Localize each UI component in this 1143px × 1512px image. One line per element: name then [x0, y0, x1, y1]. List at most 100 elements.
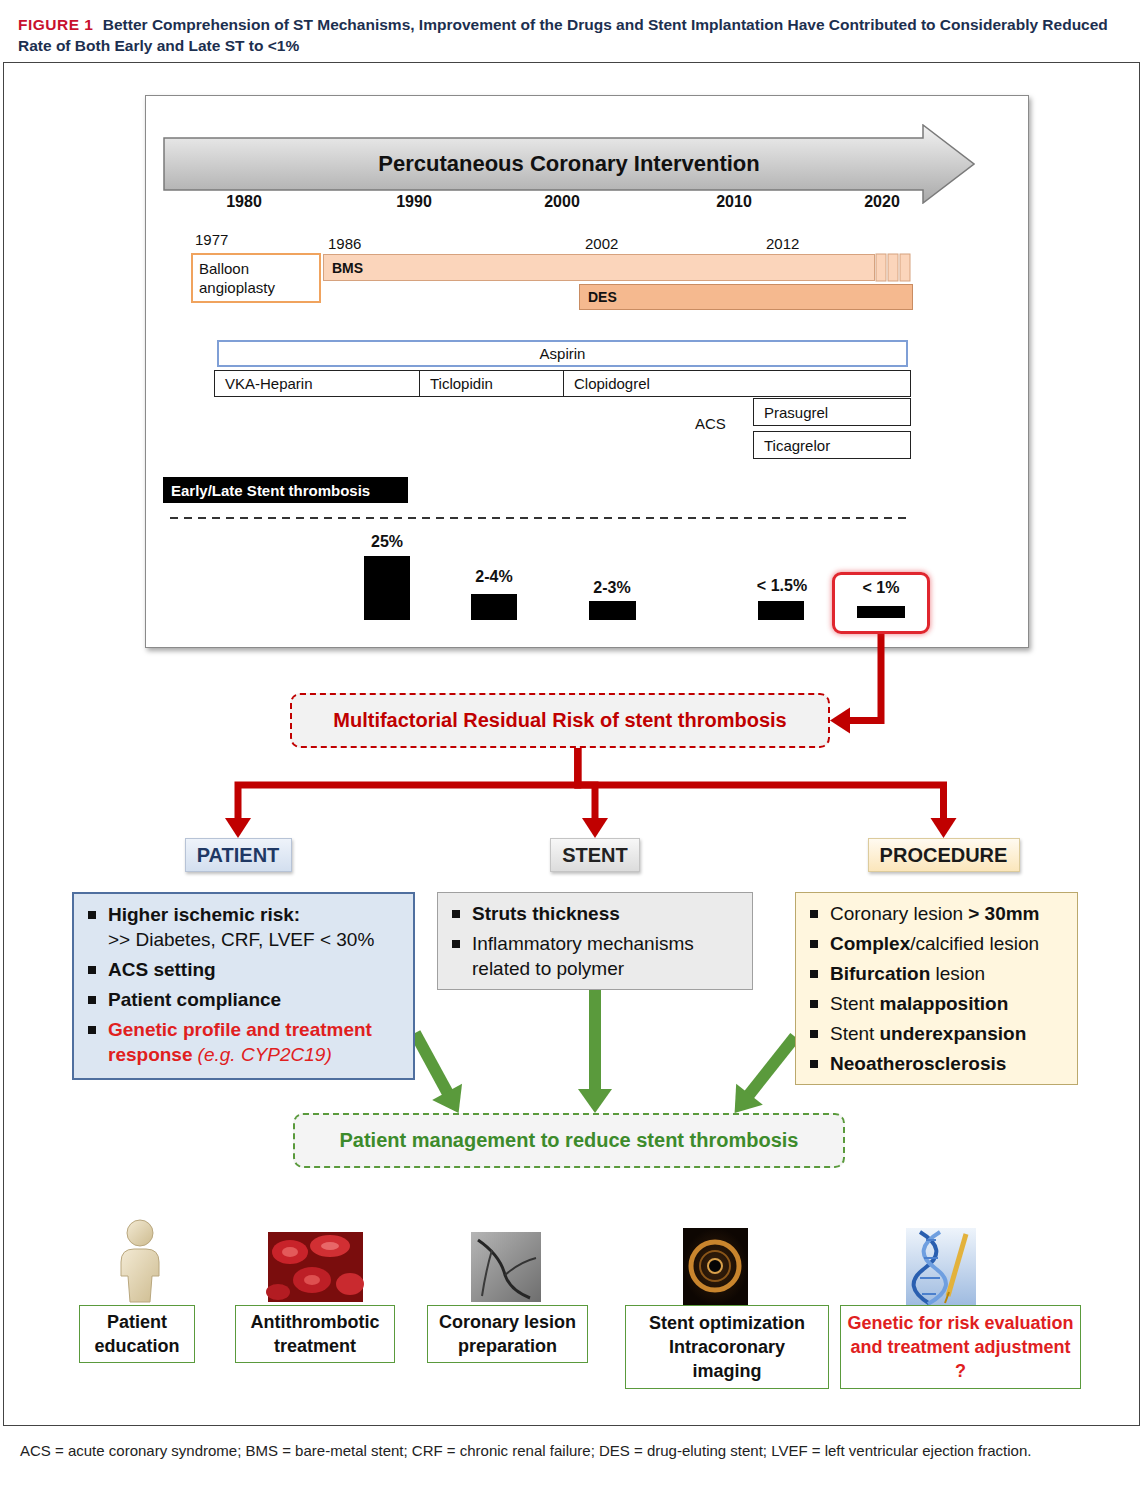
era-bar: DES: [579, 284, 913, 310]
node-text: Ticagrelor: [764, 437, 900, 454]
list-line: >> Diabetes, CRF, LVEF < 30%: [86, 927, 403, 952]
year-label: 2000: [544, 194, 580, 210]
dna-icon: [948, 1234, 966, 1296]
node-text: Genetic for risk evaluation and treatmen…: [847, 1311, 1074, 1383]
era-bar: BMS: [323, 254, 875, 281]
bms-end-blocks: [888, 254, 898, 281]
node-text: PATIENT: [197, 844, 280, 867]
connector-line: [578, 748, 944, 819]
connector-line: [238, 748, 578, 819]
list-text: Bifurcation: [830, 963, 930, 984]
drug-bar: Clopidogrel: [563, 370, 911, 397]
year-label: 1986: [328, 236, 361, 251]
management-box: Patient management to reduce stent throm…: [293, 1113, 845, 1168]
list-line: Complex/calcified lesion: [808, 931, 1067, 956]
arrow-head: [582, 818, 608, 838]
node-text: Stent optimization Intracoronary imaging: [632, 1311, 822, 1383]
category-header: STENT: [550, 838, 640, 872]
section-tag: Early/Late Stent thrombosis: [163, 477, 408, 503]
list-text: >> Diabetes, CRF, LVEF < 30%: [108, 929, 374, 950]
arrow-head: [432, 1084, 462, 1113]
list-text: /calcified lesion: [910, 933, 1039, 954]
year-label: 2012: [766, 236, 799, 251]
arrow-head: [931, 818, 957, 838]
node-text: PROCEDURE: [880, 844, 1008, 867]
factor-list: Struts thicknessInflammatory mechanisms …: [437, 892, 753, 990]
node-text: Aspirin: [540, 345, 586, 362]
rate-bars: [364, 556, 410, 620]
blood-cells-icon: [282, 1247, 298, 1257]
figure-title: Better Comprehension of ST Mechanisms, I…: [18, 16, 1108, 54]
factor-list: Coronary lesion> 30mmComplex/calcified l…: [795, 892, 1078, 1085]
drug-bar: VKA-Heparin: [214, 370, 425, 397]
node-text: Patient management to reduce stent throm…: [340, 1129, 799, 1152]
year-label: 1990: [396, 194, 432, 210]
blood-cells-icon: [293, 1267, 331, 1293]
drug-bar: Ticlopidin: [419, 370, 569, 397]
list-line: Stentunderexpansion: [808, 1021, 1067, 1046]
node-text: Patient education: [86, 1310, 188, 1358]
factor-list: Higher ischemic risk:>> Diabetes, CRF, L…: [72, 892, 415, 1080]
arrow-shape: [164, 125, 974, 203]
list-line: Stentmalapposition: [808, 991, 1067, 1016]
rate-bars: [471, 594, 517, 620]
action-box: Patient education: [79, 1305, 195, 1363]
year-label: 1980: [226, 194, 262, 210]
oct-image-icon: [700, 1251, 730, 1281]
bms-end-blocks: [876, 254, 910, 281]
node-text: STENT: [562, 844, 628, 867]
list-text: malapposition: [880, 993, 1009, 1014]
year-label: 2010: [716, 194, 752, 210]
arrow-head: [830, 708, 850, 734]
connector-line: [749, 1037, 795, 1095]
list-text: Complex: [830, 933, 910, 954]
blood-cells-icon: [310, 1235, 350, 1257]
list-text: ACS setting: [108, 959, 216, 980]
angiogram-icon: [478, 1240, 530, 1298]
list-line: Inflammatory mechanisms related to polym…: [450, 931, 742, 981]
arrow-head: [225, 818, 251, 838]
connector-arrow: [735, 1037, 795, 1113]
list-line: Genetic profile and treatment response(e…: [86, 1017, 403, 1067]
angiogram-icon: [471, 1232, 541, 1302]
dna-icon: [926, 1239, 936, 1241]
person-icon: [121, 1220, 159, 1302]
rate-bars: [857, 606, 905, 618]
oct-image-icon: [683, 1228, 748, 1305]
list-text: Patient compliance: [108, 989, 281, 1010]
list-line: ACS setting: [86, 957, 403, 982]
list-text: Struts thickness: [472, 903, 620, 924]
list-line: Neoatherosclerosis: [808, 1051, 1067, 1076]
figure-number: FIGURE 1: [18, 16, 93, 33]
highlight-box: < 1%: [832, 572, 930, 634]
node-text: < 1%: [863, 579, 900, 597]
year-label: 1977: [195, 232, 228, 247]
node-text: Multifactorial Residual Risk of stent th…: [333, 709, 786, 732]
arrow-head: [735, 1084, 763, 1113]
rate-value: 2-3%: [593, 580, 630, 596]
action-box: Coronary lesion preparation: [427, 1305, 588, 1363]
action-box: Stent optimization Intracoronary imaging: [625, 1305, 829, 1389]
connector-arrow: [415, 1033, 462, 1113]
list-line: Coronary lesion> 30mm: [808, 901, 1067, 926]
oct-image-icon: [691, 1242, 739, 1290]
list-text: underexpansion: [880, 1023, 1027, 1044]
category-header: PATIENT: [185, 838, 292, 872]
rate-value: 25%: [371, 534, 403, 550]
blood-cells-icon: [336, 1273, 364, 1295]
list-text: lesion: [935, 963, 985, 984]
year-label: 2020: [864, 194, 900, 210]
figure-caption: ACS = acute coronary syndrome; BMS = bar…: [20, 1440, 1120, 1462]
node-text: Prasugrel: [764, 404, 900, 421]
blood-cells-icon: [266, 1284, 290, 1300]
dna-icon: [945, 1292, 949, 1303]
category-header: PROCEDURE: [868, 838, 1020, 872]
drug-bar: Ticagrelor: [753, 431, 911, 459]
angiogram-icon: [471, 1232, 541, 1302]
angiogram-icon: [482, 1250, 492, 1296]
bms-end-blocks: [900, 254, 910, 281]
connector-arrow: [578, 748, 608, 838]
